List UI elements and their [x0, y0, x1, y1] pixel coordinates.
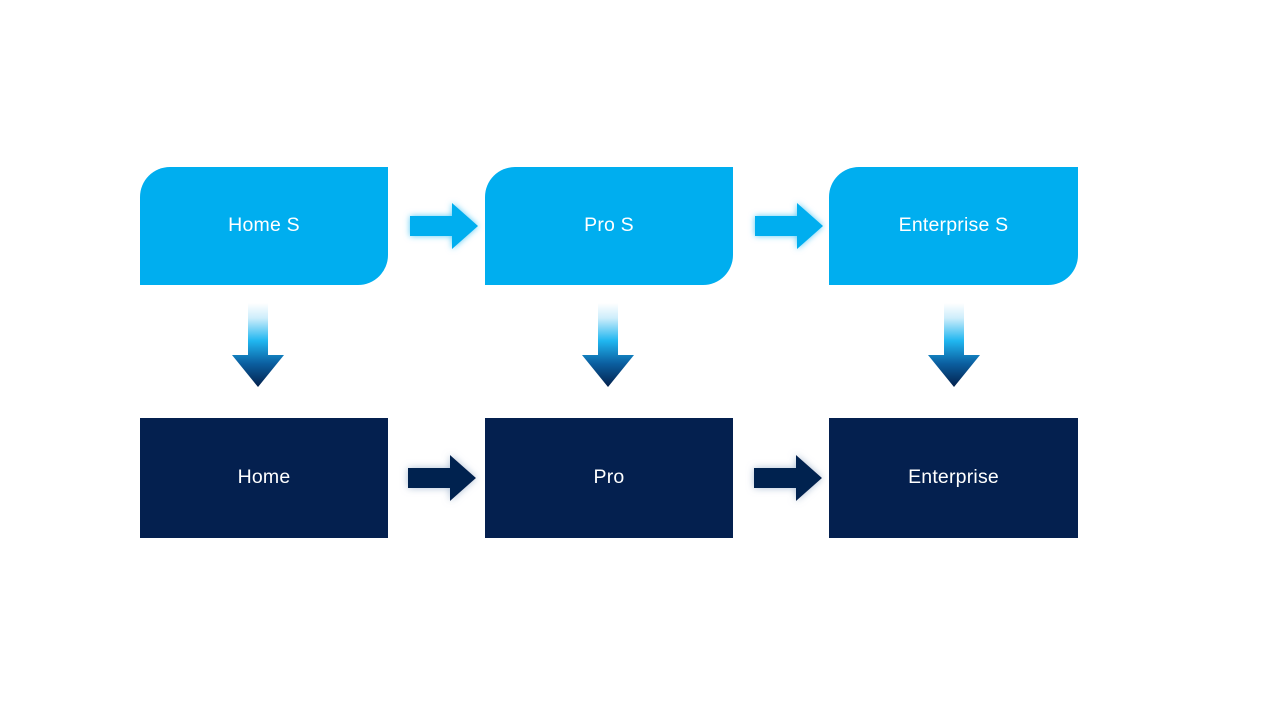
- process-node-home[interactable]: Home: [140, 418, 388, 538]
- process-node-label: Pro S: [584, 214, 634, 237]
- process-node-home-s[interactable]: Home S: [140, 167, 388, 285]
- down-arrow-icon: [580, 303, 636, 389]
- process-node-pro-s[interactable]: Pro S: [485, 167, 733, 285]
- process-node-label: Pro: [593, 466, 625, 489]
- process-node-pro[interactable]: Pro: [485, 418, 733, 538]
- down-arrow-icon: [230, 303, 286, 389]
- process-node-label: Enterprise: [908, 466, 999, 489]
- right-arrow-icon: [404, 196, 482, 256]
- process-node-label: Enterprise S: [898, 214, 1009, 237]
- right-arrow-icon: [748, 448, 826, 508]
- right-arrow-icon: [402, 448, 480, 508]
- process-node-label: Home S: [228, 214, 300, 237]
- down-arrow-icon: [926, 303, 982, 389]
- process-node-enterprise[interactable]: Enterprise: [829, 418, 1078, 538]
- right-arrow-icon: [749, 196, 827, 256]
- process-node-enterprise-s[interactable]: Enterprise S: [829, 167, 1078, 285]
- process-node-label: Home: [237, 466, 291, 489]
